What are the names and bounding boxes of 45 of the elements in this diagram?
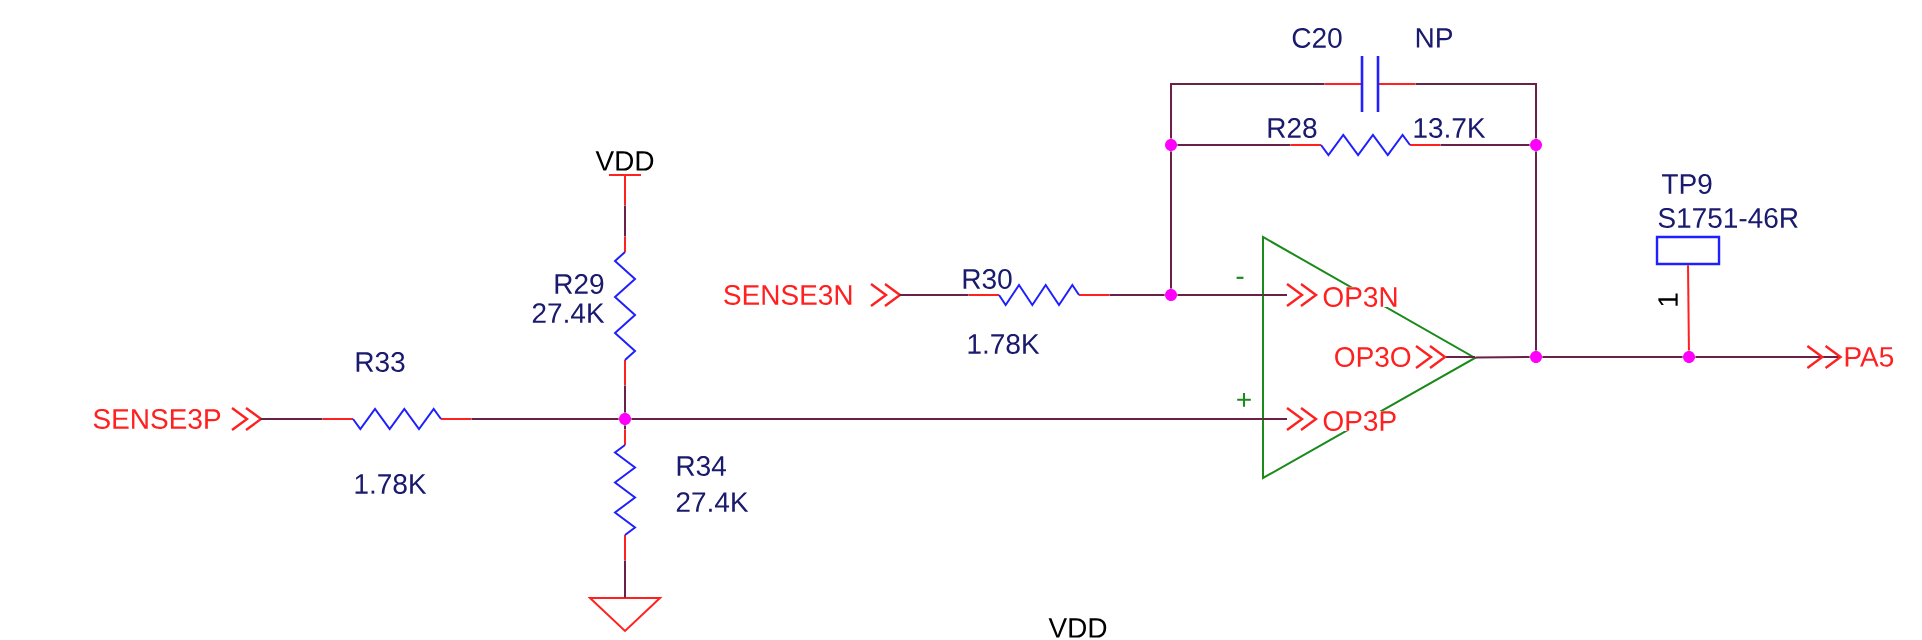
component-label: 1.78K [355,474,427,494]
component-label: TP9 [1662,174,1712,194]
wire [1414,83,1537,140]
component-label: 27.4K [532,303,605,323]
wire [898,294,970,296]
component-label: R34 [677,456,726,476]
power-label: VDD [595,151,654,171]
component-label: 27.4K [676,492,749,512]
net-label: VDD [1048,618,1107,638]
port-label: PA5 [1845,347,1894,367]
wire [1439,144,1531,146]
polarity-sign: + [1237,392,1251,407]
wire [1474,356,1531,359]
component-label: R28 [1268,118,1317,138]
component-label: S1751-46R [1658,208,1798,228]
wire [624,559,626,599]
wire [1108,294,1166,296]
pin-label: OP3P [1322,411,1398,431]
wire [1176,144,1292,146]
wire [470,418,620,420]
wire [259,418,324,420]
wire [1687,264,1690,352]
component-label: 1.78K [968,334,1040,354]
wire [624,384,626,414]
component-label: R33 [356,352,405,372]
wire [1176,294,1264,296]
pin-label: OP3O [1333,347,1412,367]
wire [1541,356,1684,358]
polarity-sign: - [1236,276,1244,279]
port-label: SENSE3N [724,285,852,305]
component-label: NP [1416,28,1452,48]
wire [624,204,626,238]
component-label: C20 [1292,28,1342,48]
wire [1535,150,1537,352]
component-label: R29 [555,274,604,294]
wire [630,418,1264,420]
component-label: 13.7K [1414,118,1486,138]
wire [1170,83,1326,140]
port-label: SENSE3P [93,409,221,429]
wire [1694,345,1843,369]
component-label: R30 [963,269,1012,289]
pin-number: 1 [1658,293,1678,306]
pin-label: OP3N [1322,287,1399,307]
wire [1170,150,1172,290]
wire [624,424,626,431]
